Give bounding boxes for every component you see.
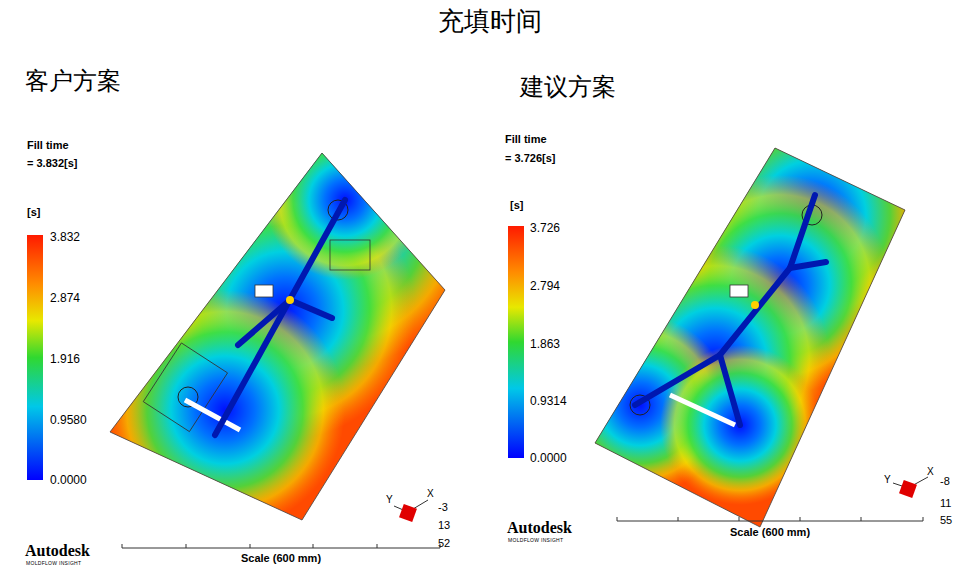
color-bar <box>508 226 524 458</box>
axis-triad <box>394 477 928 522</box>
unit-label: [s] <box>27 206 40 218</box>
scale-tick: 0.9580 <box>50 414 87 427</box>
scale-label: Scale (600 mm) <box>730 526 810 538</box>
brand-logo: Autodesk <box>507 519 572 537</box>
result-value: = 3.832[s] <box>27 157 77 169</box>
view-angle: 13 <box>438 519 450 531</box>
scale-tick: 2.794 <box>530 280 560 293</box>
scale-tick: 3.726 <box>530 222 560 235</box>
slide-title: 充填时间 <box>438 8 542 37</box>
scale-tick: 1.916 <box>50 353 80 366</box>
view-angle: -8 <box>940 475 950 487</box>
part-right <box>550 95 932 535</box>
axis-label: Y <box>884 474 891 485</box>
color-bar <box>27 235 43 480</box>
runner <box>635 195 826 425</box>
axis-label: Y <box>386 494 393 505</box>
result-name: Fill time <box>505 133 547 145</box>
brand-sub: MOLDFLOW INSIGHT <box>508 538 563 544</box>
part-left <box>100 70 480 530</box>
scale-tick: 0.0000 <box>530 452 567 465</box>
scale-tick: 1.863 <box>530 338 560 351</box>
brand-sub: MOLDFLOW INSIGHT <box>26 561 81 567</box>
axis-label: X <box>427 488 434 499</box>
scale-tick: 0.0000 <box>50 474 87 487</box>
runner <box>215 200 345 435</box>
scale-label: Scale (600 mm) <box>241 552 321 564</box>
scale-tick: 3.832 <box>50 231 80 244</box>
axis-label: X <box>927 466 934 477</box>
brand-logo: Autodesk <box>25 542 90 560</box>
scale-tick: 0.9314 <box>530 395 567 408</box>
unit-label: [s] <box>510 199 523 211</box>
scale-tick: 2.874 <box>50 292 80 305</box>
scale-bar <box>122 517 923 548</box>
result-name: Fill time <box>27 139 69 151</box>
view-angle: 55 <box>940 514 952 526</box>
scheme-heading: 建议方案 <box>520 74 616 100</box>
result-value: = 3.726[s] <box>505 152 555 164</box>
scheme-heading: 客户方案 <box>25 68 121 94</box>
view-angle: -3 <box>438 501 448 513</box>
view-angle: 11 <box>940 497 951 509</box>
view-angle: 52 <box>438 537 450 549</box>
